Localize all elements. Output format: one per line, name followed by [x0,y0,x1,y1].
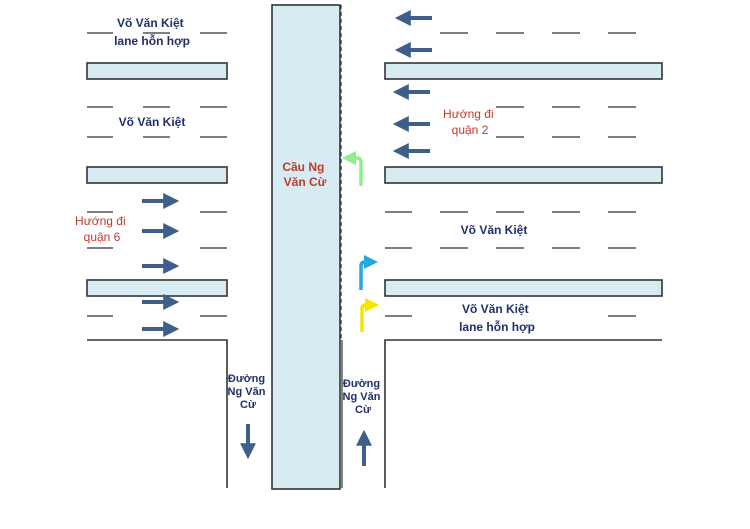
median-left-2 [86,166,228,184]
turn-left-green-icon [342,151,363,186]
median-right-1 [384,62,663,80]
median-left-1 [86,62,228,80]
label-direction-q6: Hướng đi quận 6 [75,214,129,244]
arrow-right-icon [142,193,180,337]
lane-dashes-right [385,32,636,317]
label-street-left: Đường Ng Văn Cừ [228,373,269,411]
bridge-median [271,4,341,490]
label-vvk-mixed-bottom: Võ Văn Kiệt lane hỗn hợp [459,302,535,334]
label-vvk-right: Võ Văn Kiệt [461,223,528,237]
label-vvk-mixed-top: Võ Văn Kiệt lane hỗn hợp [114,16,190,48]
median-right-2 [384,166,663,184]
lane-dashes-left [87,32,227,317]
median-right-3 [384,279,663,297]
label-street-right: Đường Ng Văn Cừ [343,378,384,416]
curb-bottom-left [87,339,228,488]
arrow-left-icon [392,10,432,159]
label-direction-q2: Hướng đi quận 2 [443,107,497,137]
turn-right-yellow-icon [360,298,379,332]
label-bridge: Cầu Ng Văn Cừ [282,160,327,189]
turn-right-cyan-icon [359,255,378,290]
median-left-3 [86,279,228,297]
curb-bottom-right [384,339,662,488]
label-vvk-top2: Võ Văn Kiệt [119,115,186,129]
